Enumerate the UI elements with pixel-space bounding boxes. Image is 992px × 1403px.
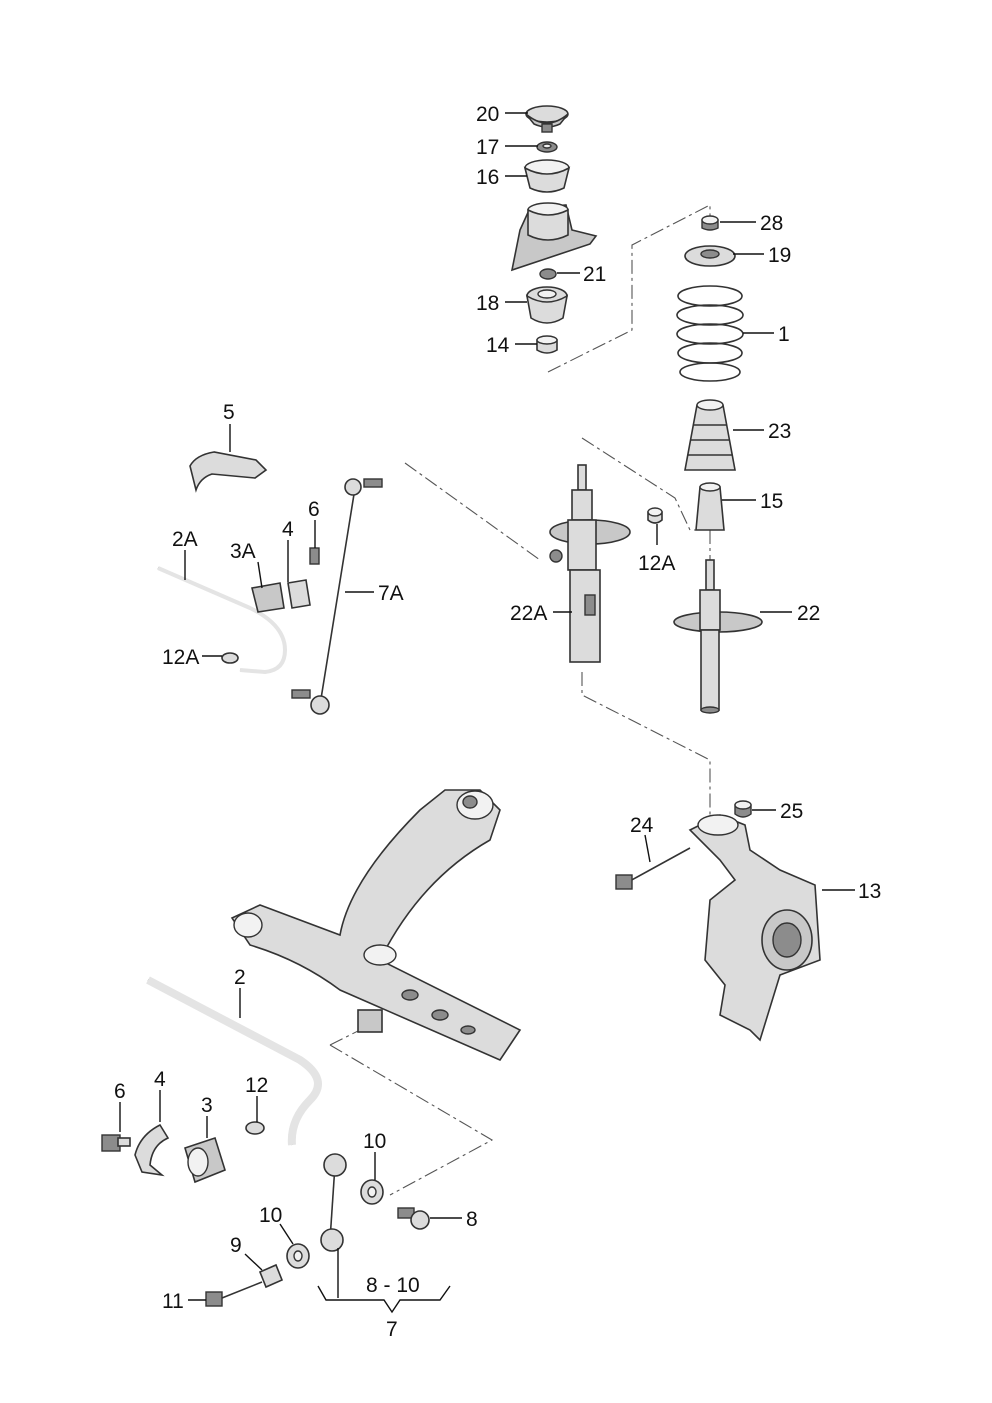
part-labels: 20 17 16 21 18 14 28 19 1 23 15 22 22A 1… <box>114 103 881 1341</box>
label-13: 13 <box>858 880 881 903</box>
assembly-dash-lines <box>329 204 711 1196</box>
label-8: 8 <box>466 1208 478 1231</box>
part-18-bushing <box>525 286 569 324</box>
part-5-bracket <box>189 451 268 493</box>
part-12A-nut-top <box>647 507 663 524</box>
label-20: 20 <box>476 103 499 126</box>
label-5: 5 <box>223 401 235 424</box>
part-3-bushing <box>184 1136 226 1184</box>
label-14: 14 <box>486 334 510 357</box>
part-6-bolt-bottom <box>101 1134 131 1152</box>
label-11: 11 <box>162 1290 184 1313</box>
part-12A-nut-left <box>221 652 239 664</box>
part-control-arm <box>230 789 522 1062</box>
part-4-clamp-bottom <box>134 1123 170 1177</box>
part-19-spring-seat <box>684 245 736 267</box>
label-12: 12 <box>245 1074 268 1097</box>
label-8-10: 8 - 10 <box>366 1274 420 1297</box>
part-28-nut <box>701 215 719 231</box>
label-7A: 7A <box>378 582 404 605</box>
part-23-boot <box>684 399 736 471</box>
label-25: 25 <box>780 800 803 823</box>
label-3A: 3A <box>230 540 256 563</box>
part-17-nut <box>536 141 558 153</box>
part-8-bolt <box>397 1207 430 1230</box>
label-6-bottom: 6 <box>114 1080 126 1103</box>
part-3A-bushing <box>251 582 285 613</box>
part-11-bolt <box>205 1281 263 1307</box>
label-12A-left: 12A <box>162 646 199 669</box>
part-link-arm <box>320 1153 347 1252</box>
label-3: 3 <box>201 1094 213 1117</box>
label-16: 16 <box>476 166 499 189</box>
label-9: 9 <box>230 1234 242 1257</box>
part-22-shock-absorber <box>673 559 763 714</box>
part-6-bolt-top <box>309 547 320 565</box>
part-25-nut <box>734 800 752 818</box>
label-24: 24 <box>630 814 654 837</box>
part-14-washer <box>536 335 558 354</box>
part-10-bushing-bottom <box>286 1243 310 1269</box>
label-23: 23 <box>768 420 791 443</box>
part-1-coil-spring <box>676 285 744 382</box>
part-2-stabilizer-bar <box>146 976 322 1146</box>
label-22: 22 <box>797 602 820 625</box>
part-2A-stabilizer-bar <box>157 566 288 675</box>
label-6-top: 6 <box>308 498 320 521</box>
label-15: 15 <box>760 490 783 513</box>
label-2A: 2A <box>172 528 198 551</box>
label-4-top: 4 <box>282 518 294 541</box>
part-4-clamp-top <box>287 579 311 609</box>
part-7A-link-rod <box>291 478 383 715</box>
label-1: 1 <box>778 323 790 346</box>
label-21: 21 <box>583 263 606 286</box>
label-10-bottom: 10 <box>259 1204 282 1227</box>
part-20-cap <box>525 105 569 133</box>
part-10-bushing-top <box>360 1179 384 1205</box>
part-strut-mount <box>510 202 598 272</box>
label-22A: 22A <box>510 602 547 625</box>
part-21-nut <box>539 268 557 280</box>
part-12-nut <box>245 1121 265 1135</box>
label-19: 19 <box>768 244 791 267</box>
part-15-bump-stop <box>695 482 725 531</box>
part-13-steering-knuckle <box>688 814 821 1042</box>
label-4-bottom: 4 <box>154 1068 166 1091</box>
part-22A-strut <box>549 464 631 663</box>
label-12A-top: 12A <box>638 552 675 575</box>
label-18: 18 <box>476 292 499 315</box>
part-9-sleeve <box>258 1263 284 1289</box>
part-16-bearing-cup <box>523 159 571 193</box>
label-17: 17 <box>476 136 499 159</box>
leader-lines <box>119 112 855 1314</box>
label-28: 28 <box>760 212 783 235</box>
label-10-top: 10 <box>363 1130 386 1153</box>
part-24-bolt <box>615 847 691 890</box>
label-7: 7 <box>386 1318 398 1341</box>
label-2: 2 <box>234 966 246 989</box>
